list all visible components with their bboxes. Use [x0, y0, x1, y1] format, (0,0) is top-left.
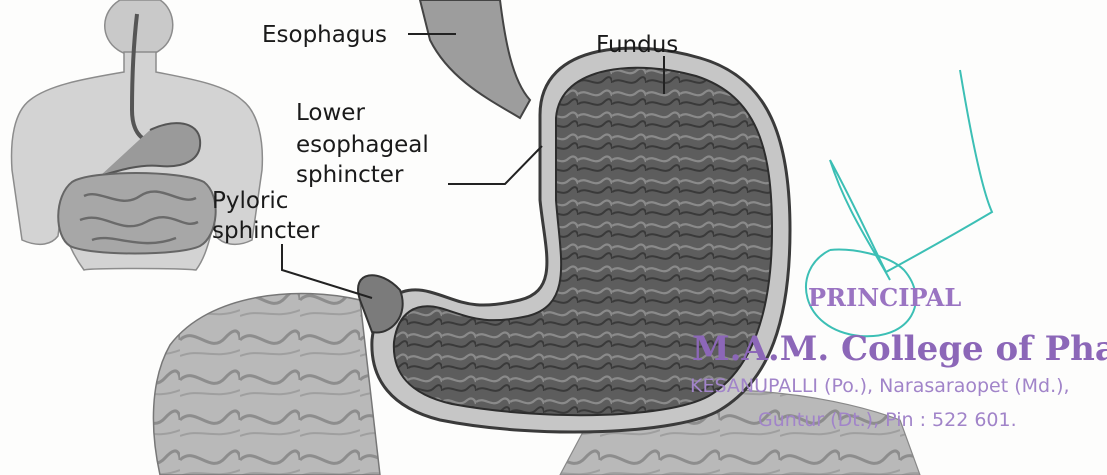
- stamp-title: PRINCIPAL: [808, 283, 961, 312]
- stamp-address-line1: KESANUPALLI (Po.), Narasaraopet (Md.),: [690, 375, 1070, 397]
- label-esophagus: Esophagus: [262, 22, 387, 48]
- label-les-line2: esophageal: [296, 132, 429, 158]
- label-fundus: Fundus: [596, 32, 678, 58]
- label-pyloric-line2: sphincter: [212, 218, 320, 244]
- stamp-college: M.A.M. College of Pharmacy: [692, 329, 1107, 369]
- label-pyloric-line1: Pyloric: [212, 188, 288, 214]
- label-les-line3: sphincter: [296, 162, 404, 188]
- label-les-line1: Lower: [296, 100, 365, 126]
- les-leader: [448, 146, 542, 184]
- stamp-address-line2: Guntur (Dt.), Pin : 522 601.: [758, 409, 1017, 431]
